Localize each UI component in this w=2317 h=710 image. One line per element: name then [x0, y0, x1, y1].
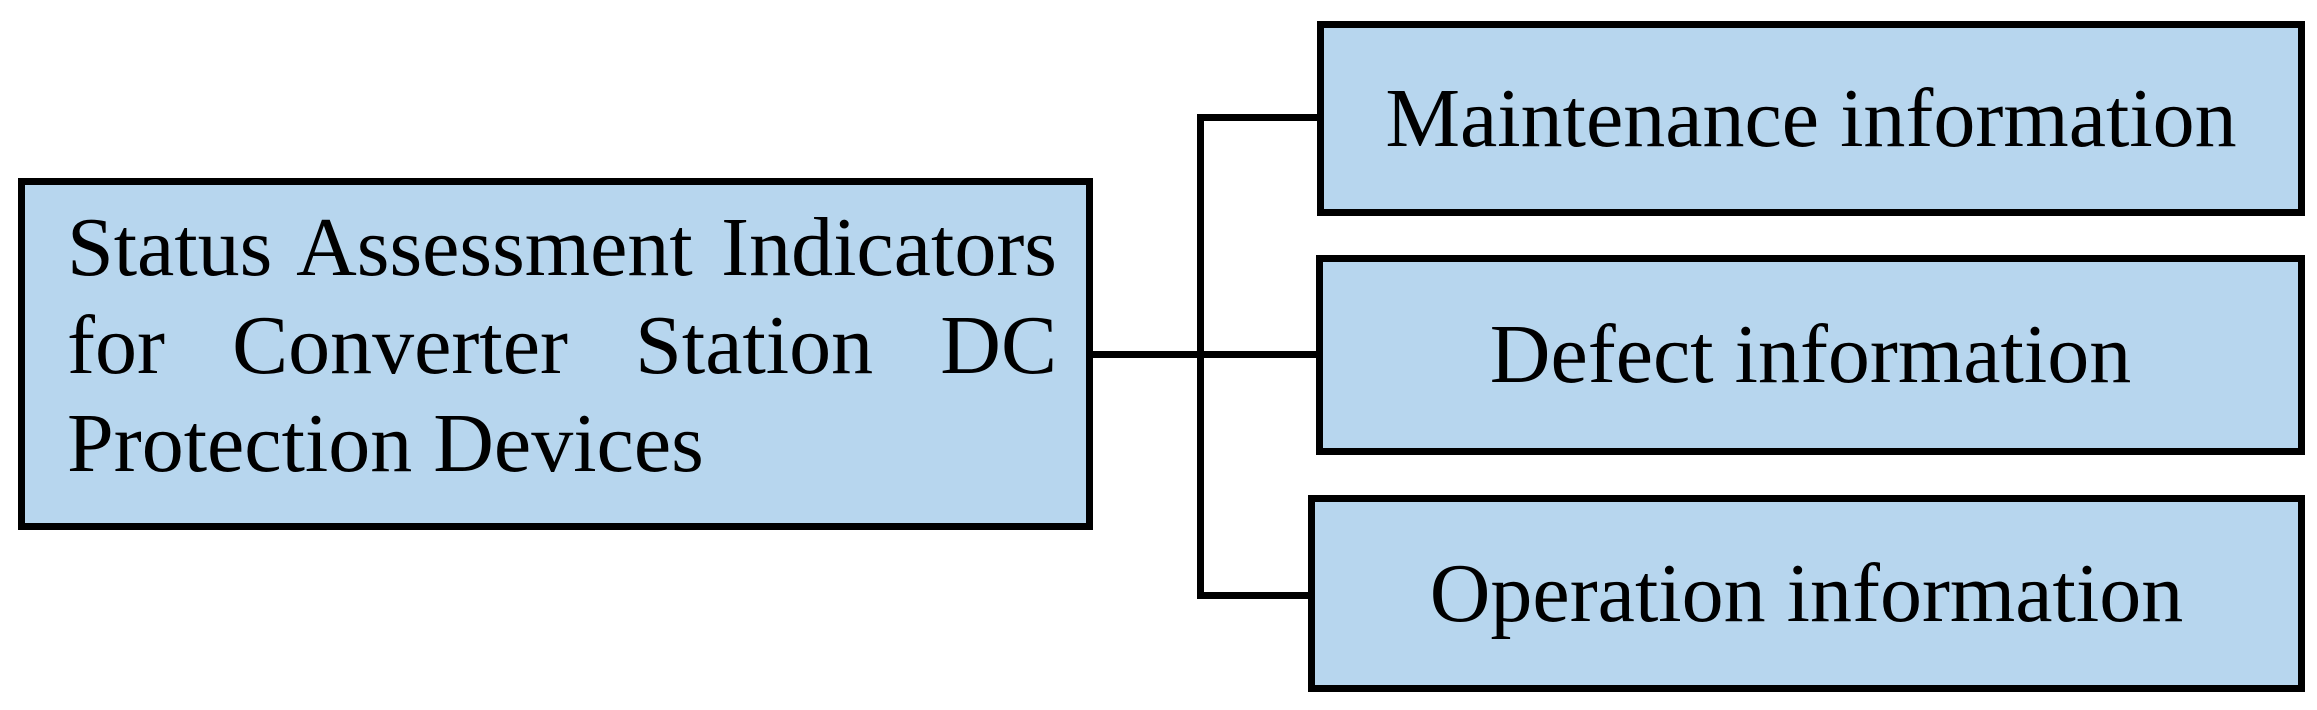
connector-branch-operation	[1197, 592, 1309, 599]
root-node-status-assessment-indicators: Status Assessment Indicators for Convert…	[18, 178, 1093, 530]
child-node-defect-label: Defect information	[1489, 308, 2132, 401]
child-node-maintenance-label: Maintenance information	[1385, 71, 2237, 165]
child-node-operation-label: Operation information	[1429, 546, 2184, 640]
child-node-maintenance-information: Maintenance information	[1317, 21, 2305, 216]
root-node-label: Status Assessment Indicators for Convert…	[67, 201, 1057, 490]
connector-branch-maintenance	[1197, 114, 1318, 121]
child-node-operation-information: Operation information	[1308, 495, 2305, 692]
child-node-defect-information: Defect information	[1316, 255, 2305, 455]
connector-vertical-spine	[1197, 114, 1204, 599]
